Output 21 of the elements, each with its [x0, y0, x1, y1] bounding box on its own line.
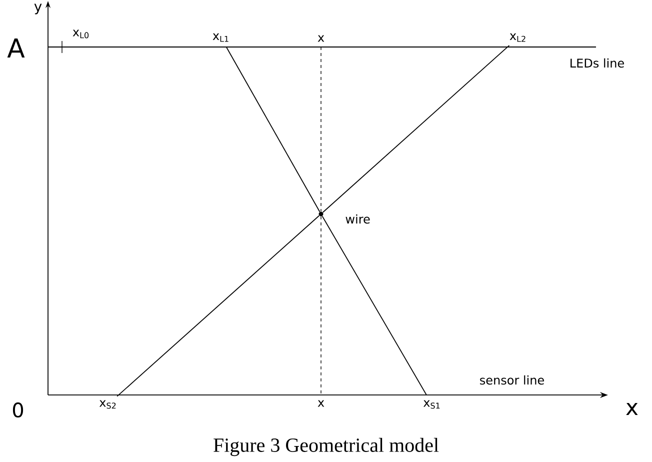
- point-label: wire: [346, 214, 370, 224]
- axis-label: A: [7, 38, 25, 58]
- line-label: LEDs line: [570, 58, 624, 68]
- dashed-line: [320, 46, 322, 212]
- point-label: x$_{L0}$: [72, 30, 89, 38]
- point-label: x$_{L2}$: [510, 33, 526, 42]
- light-ray: [116, 215, 320, 397]
- line-label: sensor line: [480, 375, 544, 385]
- light-ray: [322, 216, 427, 396]
- point-label: x$_{S1}$: [423, 400, 440, 409]
- axis-label: x: [626, 402, 638, 415]
- point-label: x$_{L1}$: [212, 33, 228, 42]
- axis-label: 0: [12, 402, 24, 418]
- point-label: x: [318, 35, 324, 42]
- caption: Figure 3 Geometrical model: [214, 438, 439, 456]
- point-label: x$_{S2}$: [99, 400, 116, 409]
- light-ray: [322, 44, 510, 213]
- point-label: x: [318, 400, 324, 407]
- dashed-line: [320, 216, 322, 396]
- light-ray: [226, 46, 320, 212]
- axis-label: y: [34, 4, 42, 14]
